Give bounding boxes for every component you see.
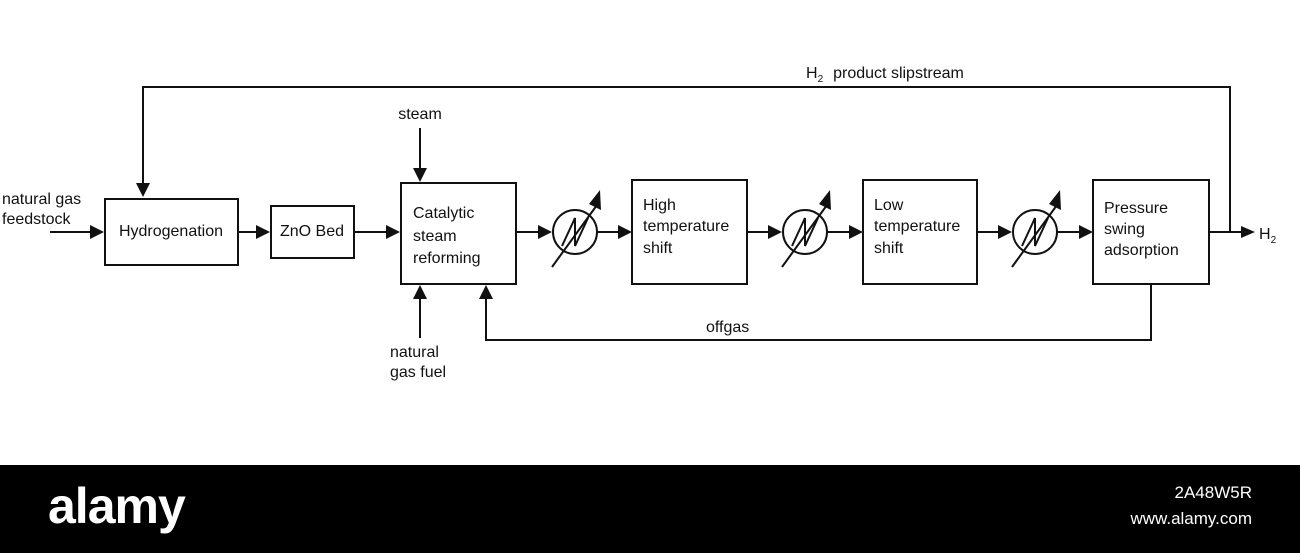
image-id: 2A48W5R (1174, 483, 1252, 502)
psa-label-line1: Pressure (1104, 200, 1168, 217)
slipstream-arrowhead (136, 183, 150, 197)
psa-label-line2: swing (1104, 221, 1145, 238)
offgas-recycle-line (485, 284, 1152, 341)
steam-arrowhead (413, 168, 427, 182)
fuel-label-line1: natural (390, 344, 439, 361)
hts-label-line1: High (643, 197, 676, 214)
pressure-swing-adsorption-block: Pressure swing adsorption (1092, 179, 1210, 285)
product-arrowhead (1241, 226, 1255, 238)
product-label: H2 (1259, 226, 1277, 246)
hydrogenation-block: Hydrogenation (104, 198, 239, 266)
zno-bed-block: ZnO Bed (270, 205, 355, 259)
lts-label-line3: shift (874, 240, 904, 257)
psa-label-line3: adsorption (1104, 242, 1179, 259)
hydrogenation-label: Hydrogenation (119, 223, 223, 240)
feed-label-line1: natural gas (2, 191, 81, 208)
lts-label-line2: temperature (874, 218, 960, 235)
feed-label: natural gas feedstock (2, 191, 81, 228)
reformer-label-line3: reforming (413, 250, 481, 267)
zno-bed-label: ZnO Bed (280, 223, 344, 240)
process-flow-diagram: natural gas feedstock Hydrogenation ZnO … (2, 65, 1277, 381)
arrowhead-hts-to-hx2 (768, 225, 782, 239)
hts-label-line2: temperature (643, 218, 729, 235)
reformer-label-line1: Catalytic (413, 205, 474, 222)
feed-arrowhead (90, 225, 104, 239)
watermark-footer: alamy 2A48W5R www.alamy.com (0, 465, 1300, 553)
arrowhead-zno-to-reformer (386, 225, 400, 239)
low-temperature-shift-block: Low temperature shift (862, 179, 978, 285)
arrowhead-hx1-to-hts (618, 225, 632, 239)
heat-exchanger-icon-1 (551, 190, 601, 268)
brand-logo: alamy (48, 478, 186, 534)
arrowhead-lts-to-hx3 (998, 225, 1012, 239)
steam-label: steam (398, 106, 442, 123)
lts-label-line1: Low (874, 197, 904, 214)
site-url: www.alamy.com (1130, 509, 1252, 528)
high-temperature-shift-block: High temperature shift (631, 179, 748, 285)
arrowhead-reformer-to-hx1 (538, 225, 552, 239)
arrowhead-hx2-to-lts (849, 225, 863, 239)
offgas-arrowhead (479, 285, 493, 299)
fuel-arrowhead (413, 285, 427, 299)
reformer-label-line2: steam (413, 228, 457, 245)
reformer-block: Catalytic steam reforming (400, 182, 517, 285)
heat-exchanger-icon-2 (781, 190, 831, 268)
offgas-label: offgas (706, 319, 749, 336)
arrowhead-hx3-to-psa (1079, 225, 1093, 239)
hts-label-line3: shift (643, 240, 673, 257)
fuel-label-line2: gas fuel (390, 364, 446, 381)
slipstream-recycle-line (142, 86, 1231, 232)
feed-label-line2: feedstock (2, 211, 71, 228)
heat-exchanger-icon-3 (1011, 190, 1061, 268)
arrowhead-hydro-to-zno (256, 225, 270, 239)
